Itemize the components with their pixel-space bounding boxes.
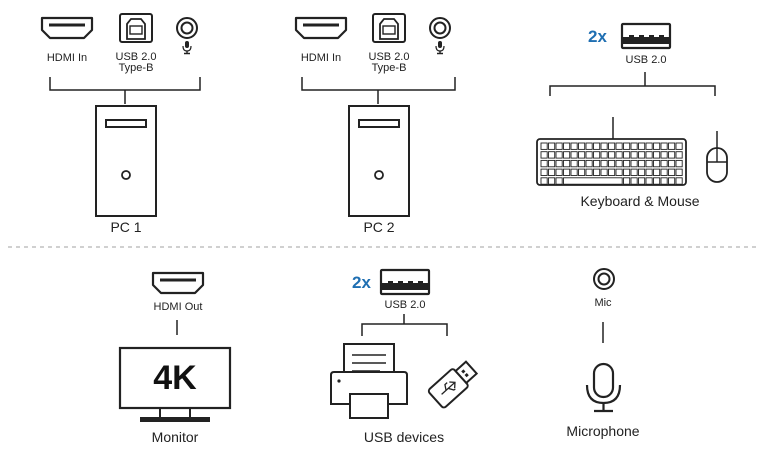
usb-devices-group [330,268,479,419]
hdmi-in-icon [40,16,94,40]
usb-devices-multiplier: 2x [352,273,371,292]
pc1-bracket [49,77,201,104]
usb-a-port-icon [620,22,672,50]
usb-a-port-icon [379,268,431,296]
usb-devices-label: USB devices [363,429,445,445]
audio-jack-icon [593,268,615,290]
monitor-4k-text: 4K [153,359,197,397]
mic-small-icon [182,40,192,55]
pc2-usb-label: USB 2.0 [368,51,410,63]
pc2-bracket [301,77,456,104]
monitor-stand [140,417,210,422]
monitor-hdmi-label: HDMI Out [153,301,203,313]
pc2-hdmi-label: HDMI In [300,52,342,64]
km-multiplier: 2x [588,27,607,46]
audio-jack-icon [176,17,198,39]
usb-flash-drive-icon [427,360,479,409]
km-usb-label: USB 2.0 [625,54,667,66]
microphone-icon [585,362,622,413]
usb-devices-bracket [361,314,448,336]
monitor-label: Monitor [151,429,199,445]
keyboard-mouse-label: Keyboard & Mouse [580,193,700,209]
pc1-tower-icon [95,105,157,217]
monitor-screen [118,346,232,410]
pc1-group [40,13,201,217]
audio-jack-icon [429,17,451,39]
pc1-usb-label: USB 2.0 [115,51,157,63]
usb-type-b-icon [372,13,406,43]
hdmi-out-icon [151,271,205,295]
keyboard-mouse-group [536,22,728,186]
mouse-icon [706,147,728,183]
pc2-tower-icon [348,105,410,217]
microphone-group [585,268,622,413]
usb-devices-port-label: USB 2.0 [384,299,426,311]
pc1-hdmi-label: HDMI In [46,52,88,64]
km-bracket [549,72,716,96]
mic-small-icon [435,40,445,55]
pc2-usb-type-label: Type-B [371,62,407,74]
hdmi-in-icon [294,16,348,40]
pc1-usb-type-label: Type-B [118,62,154,74]
microphone-label: Microphone [566,423,640,439]
mic-port-label: Mic [594,297,612,309]
monitor-group [118,271,232,422]
pc1-label: PC 1 [110,219,142,235]
pc2-label: PC 2 [363,219,395,235]
pc2-group [294,13,456,217]
keyboard-icon [536,138,687,186]
printer-icon [330,343,408,419]
usb-type-b-icon [119,13,153,43]
